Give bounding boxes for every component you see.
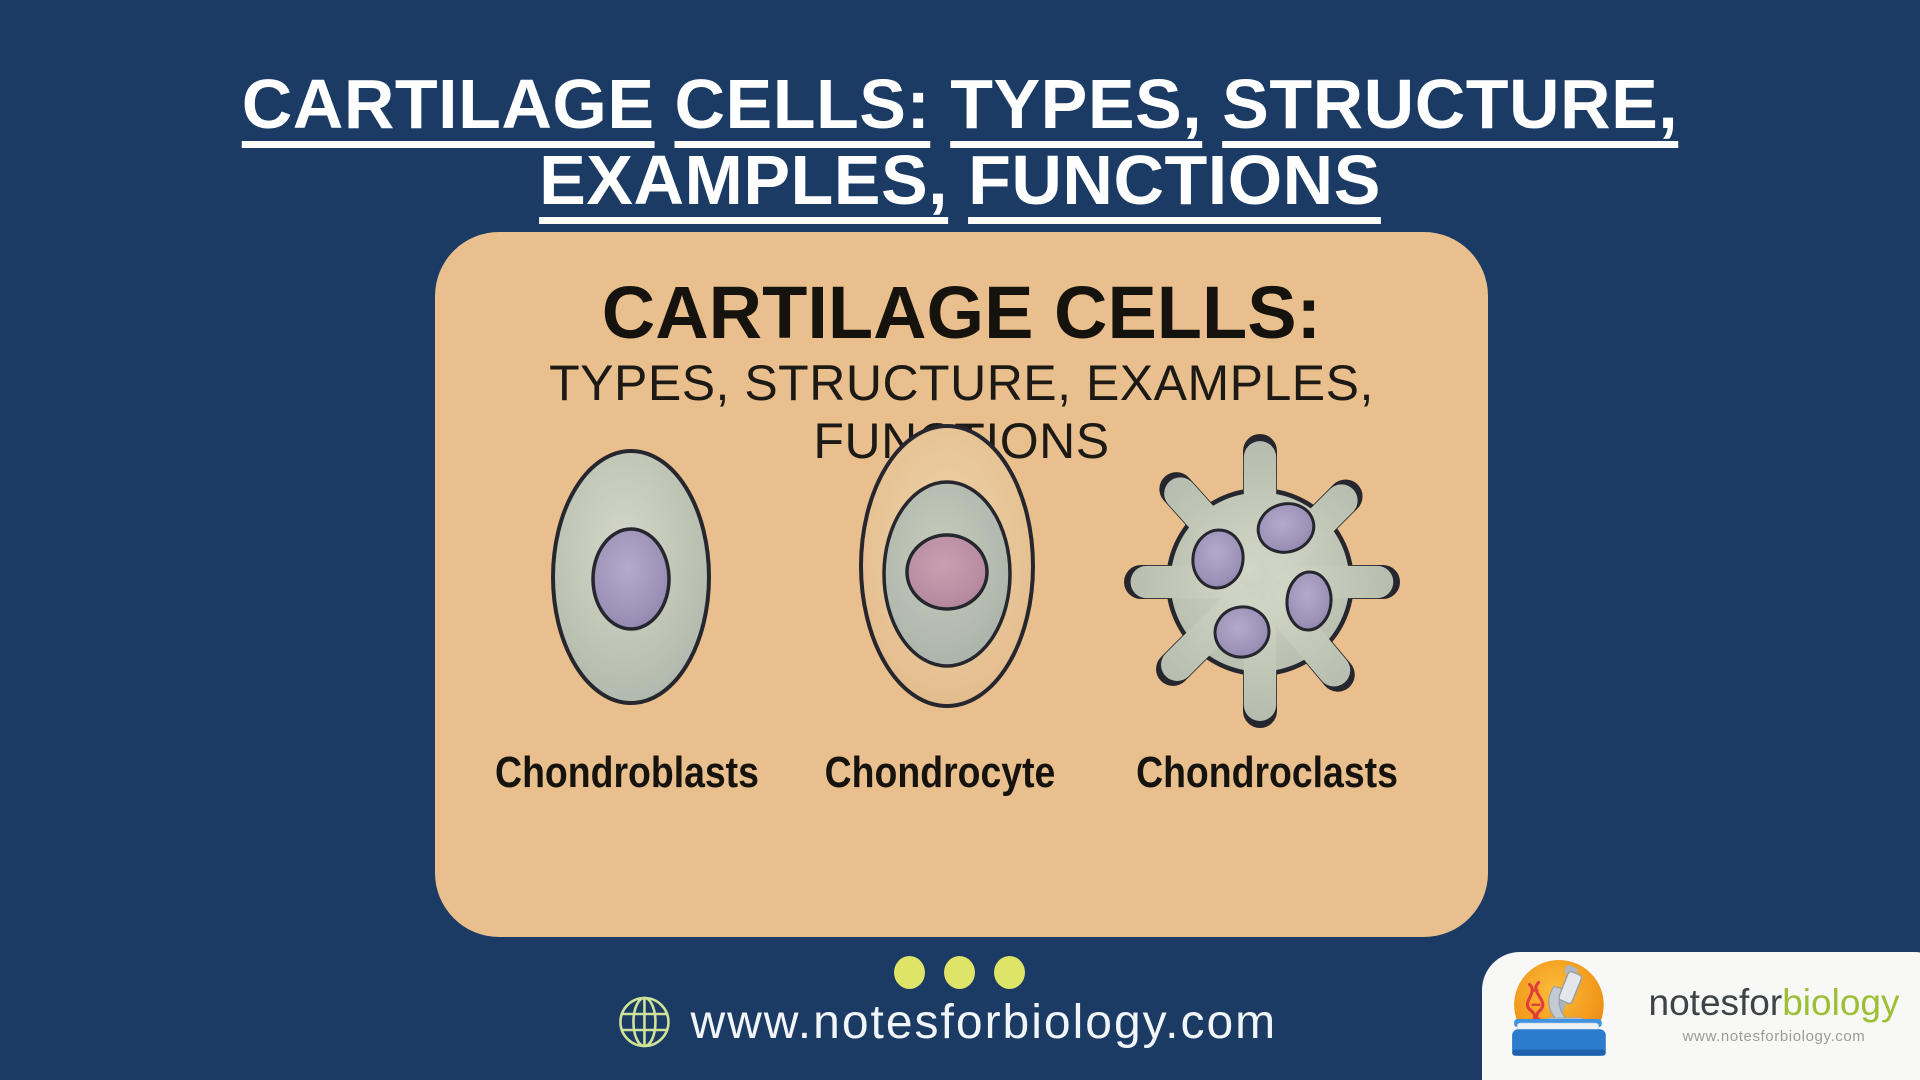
logo-text-notesfor: notesfor [1648, 982, 1783, 1023]
cartilage-card: CARTILAGE CELLS: TYPES, STRUCTURE, EXAMP… [435, 232, 1488, 937]
decorative-dot [994, 956, 1025, 989]
chondrocyte-illustration [855, 420, 1039, 717]
chondrocyte-label: Chondrocyte [824, 748, 1056, 797]
chondroblast-cell-icon [551, 449, 711, 705]
microscope-book-logo-icon [1512, 960, 1606, 1056]
card-heading: CARTILAGE CELLS: [601, 271, 1322, 354]
chondroblasts-label: Chondroblasts [495, 748, 759, 797]
chondroclasts-label: Chondroclasts [1136, 748, 1398, 797]
decorative-dot [944, 956, 975, 989]
chondroblast-illustration [545, 443, 717, 716]
decorative-dot [894, 956, 925, 989]
chondroclast-cell-icon [1124, 434, 1400, 728]
logo-wordmark: notesforbiology [1624, 982, 1920, 1024]
website-url: www.notesforbiology.com [690, 995, 1278, 1049]
logo-text-biology: biology [1782, 982, 1900, 1023]
website-footer: www.notesforbiology.com [616, 993, 1277, 1051]
page-title: CARTILAGE CELLS: TYPES, STRUCTURE, EXAMP… [0, 66, 1920, 218]
notesforbiology-logo-card: notesforbiology www.notesforbiology.com [1482, 952, 1920, 1080]
chondroclast-illustration [1110, 424, 1410, 739]
decorative-dots [894, 956, 1025, 989]
page-title-line2: EXAMPLES, FUNCTIONS [539, 141, 1381, 219]
chondrocyte-cell-icon [859, 424, 1035, 708]
logo-website-url: www.notesforbiology.com [1682, 1028, 1866, 1045]
globe-icon [619, 996, 670, 1048]
page-title-line1: CARTILAGE CELLS: TYPES, STRUCTURE, [241, 65, 1679, 143]
